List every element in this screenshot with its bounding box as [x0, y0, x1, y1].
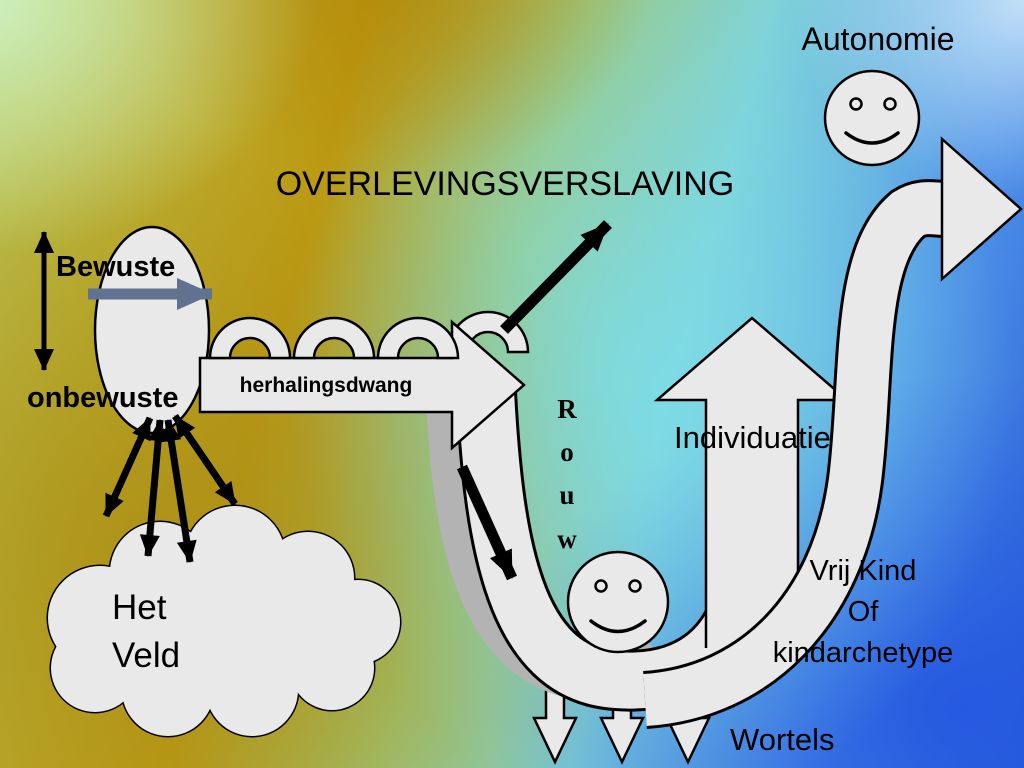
rouw-descent-arrow [456, 464, 518, 581]
repetition-loops [208, 316, 460, 360]
repetition-loop [208, 316, 292, 360]
label-bewuste: Bewuste [56, 251, 176, 283]
individuatie-arrow [653, 316, 851, 648]
label-wortels: Wortels [730, 722, 835, 757]
label-rouw: R o u w [557, 394, 577, 554]
label-vrij-kind: Vrij Kind Of kindarchetype [772, 555, 954, 670]
overlevingsverslaving-arrow [500, 220, 612, 334]
label-individuatie: Individuatie [674, 420, 831, 455]
label-overlevingsverslaving: OVERLEVINGSVERSLAVING [275, 165, 735, 203]
veld-connection-arrows [102, 414, 238, 563]
valley-smiley-icon [566, 550, 670, 654]
label-het-veld: Het Veld [112, 588, 181, 676]
repetition-loop [292, 316, 376, 360]
cloud-shape [46, 504, 402, 738]
autonomie-arrowhead [940, 136, 1023, 282]
label-onbewuste: onbewuste [27, 382, 179, 414]
autonomie-smiley-icon [823, 69, 921, 167]
autonomie-curve-arrow [642, 136, 1023, 729]
label-herhalingsdwang: herhalingsdwang [239, 374, 413, 397]
repetition-loop [376, 316, 460, 360]
label-autonomie: Autonomie [801, 21, 955, 57]
